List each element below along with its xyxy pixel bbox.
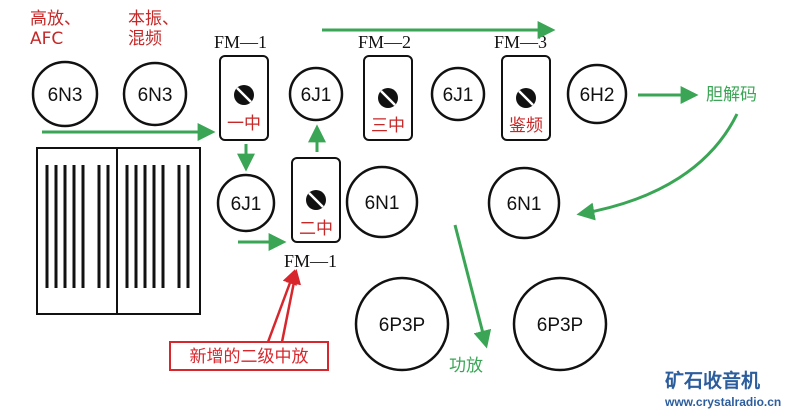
watermark-brand: 矿石收音机 bbox=[665, 369, 760, 392]
label-oscillator: 本振、 bbox=[128, 9, 179, 29]
tube-label: 6N3 bbox=[48, 85, 83, 106]
tube-6j1-if3 bbox=[430, 66, 486, 122]
if-can-fm3: 鉴频 bbox=[501, 55, 551, 141]
tube-6p3p-right bbox=[512, 276, 608, 372]
label-hf-amp: 高放、 bbox=[30, 9, 81, 29]
label-mixer: 混频 bbox=[128, 29, 162, 49]
label-if3: 三中 bbox=[371, 116, 405, 136]
tube-label: 6N1 bbox=[507, 194, 542, 215]
arrow-to-power-amp bbox=[453, 224, 492, 349]
label-fm1-bottom: FM—1 bbox=[284, 251, 337, 271]
tube-label: 6P3P bbox=[537, 315, 583, 336]
callout-box bbox=[169, 341, 329, 371]
label-fm1-top: FM—1 bbox=[214, 32, 267, 52]
label-afc: AFC bbox=[30, 29, 63, 49]
tube-label: 6J1 bbox=[301, 85, 332, 106]
tube-label: 6J1 bbox=[231, 194, 262, 215]
label-if1: 一中 bbox=[227, 114, 261, 134]
tube-label: 6H2 bbox=[580, 85, 615, 106]
if-can-fm1: 一中 bbox=[219, 55, 269, 141]
tuning-capacitor bbox=[36, 147, 201, 315]
tube-label: 6N3 bbox=[138, 85, 173, 106]
label-discriminator: 鉴频 bbox=[509, 116, 543, 136]
tube-6j1-if2 bbox=[288, 66, 344, 122]
tube-6h2 bbox=[566, 63, 628, 125]
tube-6n1-left bbox=[345, 165, 419, 239]
callout-new-if-stage: 新增的二级中放 bbox=[190, 347, 309, 367]
tube-6n3-osc bbox=[122, 61, 188, 127]
tube-6n3-hf bbox=[31, 60, 99, 128]
watermark-url: www.crystalradio.cn bbox=[664, 395, 781, 409]
tube-6n1-right bbox=[487, 166, 561, 240]
if-can-fm1-second: 二中 bbox=[291, 157, 341, 243]
callout-arrow-right bbox=[280, 269, 302, 343]
label-if2: 二中 bbox=[299, 219, 333, 239]
label-decoder: 胆解码 bbox=[706, 85, 757, 105]
tube-6j1-if1 bbox=[216, 173, 276, 233]
label-fm3: FM—3 bbox=[494, 32, 547, 52]
arrow-decoder-return bbox=[576, 113, 739, 221]
if-can-fm2: 三中 bbox=[363, 55, 413, 141]
tube-label: 6P3P bbox=[379, 315, 425, 336]
tube-6p3p-left bbox=[354, 276, 450, 372]
label-fm2: FM—2 bbox=[358, 32, 411, 52]
tube-label: 6N1 bbox=[365, 193, 400, 214]
tube-label: 6J1 bbox=[443, 85, 474, 106]
label-power-amp: 功放 bbox=[449, 356, 483, 376]
